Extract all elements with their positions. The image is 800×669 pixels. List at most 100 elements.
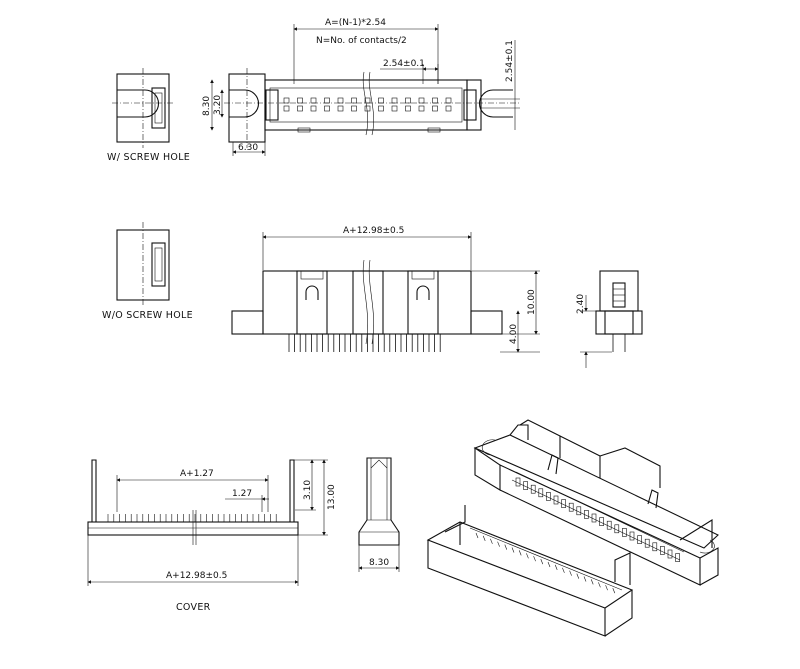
iso-pin: [523, 481, 528, 490]
dim-cover-h2: 13.00: [327, 484, 337, 510]
caption-screw-hole: W/ SCREW HOLE: [107, 152, 190, 163]
dim-pitch-label: 2.54±0.1: [383, 59, 425, 69]
iso-pin: [667, 549, 673, 559]
iso-cover-tooth: [504, 544, 508, 550]
iso-pin: [660, 546, 665, 555]
connector-end-view: 2.40: [576, 270, 643, 368]
iso-cover-tooth: [598, 582, 601, 588]
iso-cover-tooth: [511, 547, 515, 553]
iso-pin: [576, 506, 582, 516]
cover-teeth-row: [107, 514, 277, 522]
isometric-pin-row: [515, 477, 680, 562]
iso-pin: [622, 528, 627, 537]
iso-pin: [584, 510, 589, 519]
iso-cover-tooth: [583, 576, 587, 582]
dim-a-label: A=(N-1)*2.54: [325, 18, 386, 28]
iso-cover-tooth: [533, 556, 536, 562]
pin-pad: [391, 105, 398, 112]
iso-pin: [530, 484, 536, 494]
iso-pin: [515, 477, 521, 487]
pin-pad: [364, 105, 371, 112]
iso-pin: [538, 488, 544, 498]
iso-cover-tooth: [612, 587, 616, 594]
cover-front-view: A+1.27 1.27 3.10 13.00 A+12.98±0.5 COVER: [87, 459, 337, 613]
iso-cover-tooth: [576, 573, 580, 579]
dim-cover-a: A+1.27: [180, 469, 214, 479]
pin-pad: [378, 97, 384, 104]
iso-cover-tooth: [605, 585, 608, 591]
pin-pad: [405, 105, 411, 112]
iso-pin: [568, 502, 574, 512]
connector-side-view: A+12.98±0.5 10.00 4.00: [231, 226, 540, 353]
pin-pad: [405, 97, 411, 104]
dim-side-length: A+12.98±0.5: [343, 226, 404, 236]
dim-end-pin: 2.40: [576, 294, 586, 314]
pin-pad: [391, 97, 398, 104]
iso-cover-tooth: [547, 561, 551, 568]
iso-pin: [644, 538, 650, 548]
pin-pad: [432, 105, 438, 112]
dim-cover-h1: 3.10: [303, 480, 313, 500]
iso-pin: [599, 517, 604, 526]
pin-pad: [283, 97, 290, 104]
pin-pad: [310, 105, 317, 112]
iso-pin: [614, 524, 620, 534]
pin-pad: [445, 105, 452, 112]
iso-cover-tooth: [497, 541, 500, 547]
caption-cover: COVER: [176, 602, 211, 613]
pin-pad: [351, 97, 357, 104]
dim-n-label: N=No. of contacts/2: [316, 36, 407, 46]
iso-cover-tooth: [475, 532, 479, 539]
cover-end-view: 8.30: [358, 457, 400, 572]
pin-pad: [324, 105, 330, 112]
iso-cover-tooth: [518, 550, 522, 556]
pin-pad: [297, 97, 303, 104]
dim-ear-label: 6.30: [238, 143, 258, 153]
iso-pin: [546, 492, 551, 501]
cover-isometric-view: [426, 505, 634, 637]
pin-pad: [378, 105, 384, 112]
iso-cover-tooth: [540, 558, 544, 565]
iso-cover-tooth: [562, 567, 565, 573]
iso-cover-tooth: [482, 535, 486, 542]
iso-pin: [629, 531, 635, 541]
pin-pad: [310, 97, 317, 104]
iso-pin: [591, 513, 597, 523]
pin-pad: [324, 97, 330, 104]
pin-pad: [445, 97, 452, 104]
iso-cover-tooth: [554, 564, 558, 571]
iso-pin: [637, 535, 642, 544]
iso-pin: [652, 542, 658, 552]
side-pin-row: [288, 334, 441, 352]
pin-pad: [337, 97, 344, 104]
iso-pin: [561, 499, 566, 508]
pin-pad: [351, 105, 357, 112]
pin-pad: [418, 105, 425, 112]
pin-pad: [432, 97, 438, 104]
plan-pin-row: [283, 97, 452, 112]
connector-isometric-view: [473, 419, 719, 586]
pin-pad: [337, 105, 344, 112]
no-screw-hole-end-view: W/O SCREW HOLE: [102, 222, 193, 321]
screw-hole-end-view: W/ SCREW HOLE: [107, 68, 190, 163]
dim-pitch-vertical: 2.54±0.1: [505, 40, 515, 82]
cover-isometric-teeth: [475, 532, 616, 594]
dim-side-height: 10.00: [527, 289, 537, 315]
pin-pad: [418, 97, 425, 104]
dim-inner-label: 3.20: [213, 95, 223, 115]
iso-pin: [675, 553, 680, 562]
dim-height-label: 8.30: [202, 96, 212, 116]
dim-side-pin: 4.00: [509, 324, 519, 344]
iso-cover-tooth: [590, 579, 594, 585]
iso-pin: [553, 495, 559, 505]
dim-cover-pitch: 1.27: [232, 489, 252, 499]
iso-cover-tooth: [490, 538, 493, 544]
iso-cover-tooth: [526, 553, 529, 559]
pin-pad: [297, 105, 303, 112]
connector-plan-view: A=(N-1)*2.54 N=No. of contacts/2 2.54±0.…: [202, 18, 520, 156]
caption-no-screw-hole: W/O SCREW HOLE: [102, 310, 193, 321]
dim-cover-length: A+12.98±0.5: [166, 571, 227, 581]
iso-cover-tooth: [569, 570, 572, 576]
iso-pin: [606, 520, 612, 530]
